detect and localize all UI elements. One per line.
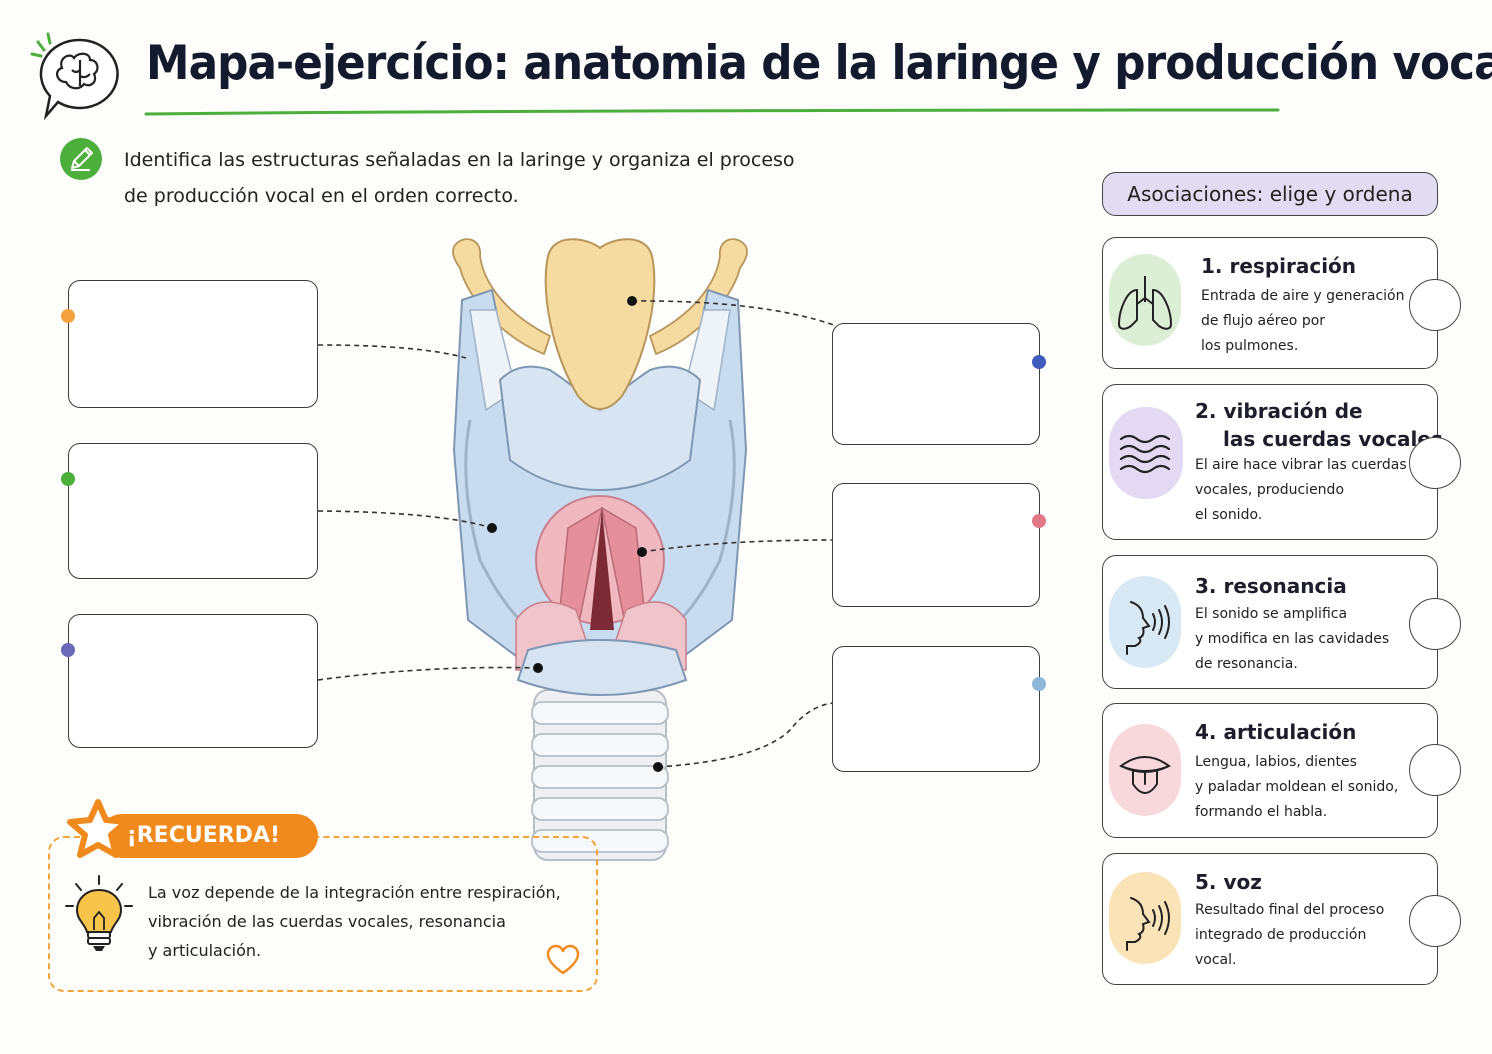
answer-box-left-2[interactable] <box>68 443 318 579</box>
order-circle-2[interactable] <box>1409 437 1461 489</box>
card-3-desc-2: y modifica en las cavidades <box>1195 631 1390 647</box>
reminder-tag: ¡RECUERDA! <box>100 814 318 858</box>
reminder-text: La voz depende de la integración entre r… <box>148 878 578 965</box>
card-5-desc-1: Resultado final del proceso <box>1195 902 1385 918</box>
card-1-desc-2: de flujo aéreo por <box>1201 313 1326 329</box>
thyroid-cartilage <box>452 288 748 681</box>
lungs-icon <box>1109 254 1181 346</box>
answer-box-right-1[interactable] <box>832 323 1040 445</box>
reminder-line-3: y articulación. <box>148 941 262 960</box>
marker-dot-blue <box>1032 355 1046 369</box>
order-circle-4[interactable] <box>1409 744 1461 796</box>
lightbulb-icon <box>65 875 133 951</box>
card-2-desc-2: vocales, produciendo <box>1195 482 1345 498</box>
page-title: Mapa-ejercício: anatomia de la laringe y… <box>146 36 1492 91</box>
order-circle-5[interactable] <box>1409 895 1461 947</box>
card-5-title: voz <box>1223 870 1262 894</box>
card-2-title-1: vibración de <box>1223 399 1363 423</box>
card-4-number: 4. <box>1195 720 1217 744</box>
answer-box-left-3[interactable] <box>68 614 318 748</box>
marker-dot-indigo <box>61 643 75 657</box>
leader-lines <box>317 300 835 768</box>
pencil-icon <box>60 138 102 180</box>
card-3-number: 3. <box>1195 574 1217 598</box>
voice-head-icon <box>1109 872 1181 964</box>
association-card-5[interactable]: 5. voz Resultado final del proceso integ… <box>1102 853 1438 985</box>
instruction-text: Identifica las estructuras señaladas en … <box>124 142 844 214</box>
card-4-desc-1: Lengua, labios, dientes <box>1195 754 1357 770</box>
speaking-head-icon <box>1109 576 1181 668</box>
card-3-desc-3: de resonancia. <box>1195 656 1298 672</box>
reminder-line-2: vibración de las cuerdas vocales, resona… <box>148 912 506 931</box>
marker-dot-green <box>61 472 75 486</box>
instruction-line-1: Identifica las estructuras señaladas en … <box>124 149 795 171</box>
vibration-waves-icon <box>1109 407 1183 499</box>
reminder-box <box>48 836 598 992</box>
association-card-3[interactable]: 3. resonancia El sonido se amplifica y m… <box>1102 555 1438 689</box>
card-2-number: 2. <box>1195 399 1217 423</box>
hyoid-bone <box>452 238 748 356</box>
card-2-title-2: las cuerdas vocales <box>1223 427 1443 451</box>
answer-box-right-3[interactable] <box>832 646 1040 772</box>
marker-dot-lightblue <box>1032 677 1046 691</box>
card-1-title: respiración <box>1229 254 1357 278</box>
heart-icon <box>546 944 580 975</box>
title-underline <box>144 108 1280 116</box>
card-5-number: 5. <box>1195 870 1217 894</box>
leader-endpoints <box>487 296 663 772</box>
card-3-desc-1: El sonido se amplifica <box>1195 606 1348 622</box>
epiglottis <box>544 238 656 410</box>
card-5-desc-3: vocal. <box>1195 952 1237 968</box>
marker-dot-pink <box>1032 514 1046 528</box>
card-2-desc-1: El aire hace vibrar las cuerdas <box>1195 457 1407 473</box>
mouth-tongue-icon <box>1109 724 1181 816</box>
card-4-title: articulación <box>1223 720 1357 744</box>
card-1-desc-3: los pulmones. <box>1201 338 1299 354</box>
answer-box-left-1[interactable] <box>68 280 318 408</box>
card-1-number: 1. <box>1201 254 1223 278</box>
association-card-4[interactable]: 4. articulación Lengua, labios, dientes … <box>1102 703 1438 838</box>
card-5-desc-2: integrado de producción <box>1195 927 1367 943</box>
answer-box-right-2[interactable] <box>832 483 1040 607</box>
card-4-desc-3: formando el habla. <box>1195 804 1328 820</box>
cricoid-cartilage <box>516 639 688 696</box>
association-card-2[interactable]: 2. vibración de las cuerdas vocales El a… <box>1102 384 1443 540</box>
marker-dot-orange <box>61 309 75 323</box>
trachea <box>531 689 669 861</box>
card-2-desc-3: el sonido. <box>1195 507 1263 523</box>
card-3-title: resonancia <box>1223 574 1347 598</box>
associations-heading: Asociaciones: elige y ordena <box>1102 172 1438 216</box>
order-circle-1[interactable] <box>1409 279 1461 331</box>
vocal-folds <box>535 495 665 630</box>
instruction-line-2: de producción vocal en el orden correcto… <box>124 185 519 207</box>
order-circle-3[interactable] <box>1409 598 1461 650</box>
reminder-line-1: La voz depende de la integración entre r… <box>148 883 561 902</box>
card-4-desc-2: y paladar moldean el sonido, <box>1195 779 1399 795</box>
association-card-1[interactable]: 1. respiración Entrada de aire y generac… <box>1102 237 1438 369</box>
card-1-desc-1: Entrada de aire y generación <box>1201 288 1405 304</box>
brain-speech-bubble-icon <box>30 32 119 120</box>
star-icon <box>67 799 129 858</box>
